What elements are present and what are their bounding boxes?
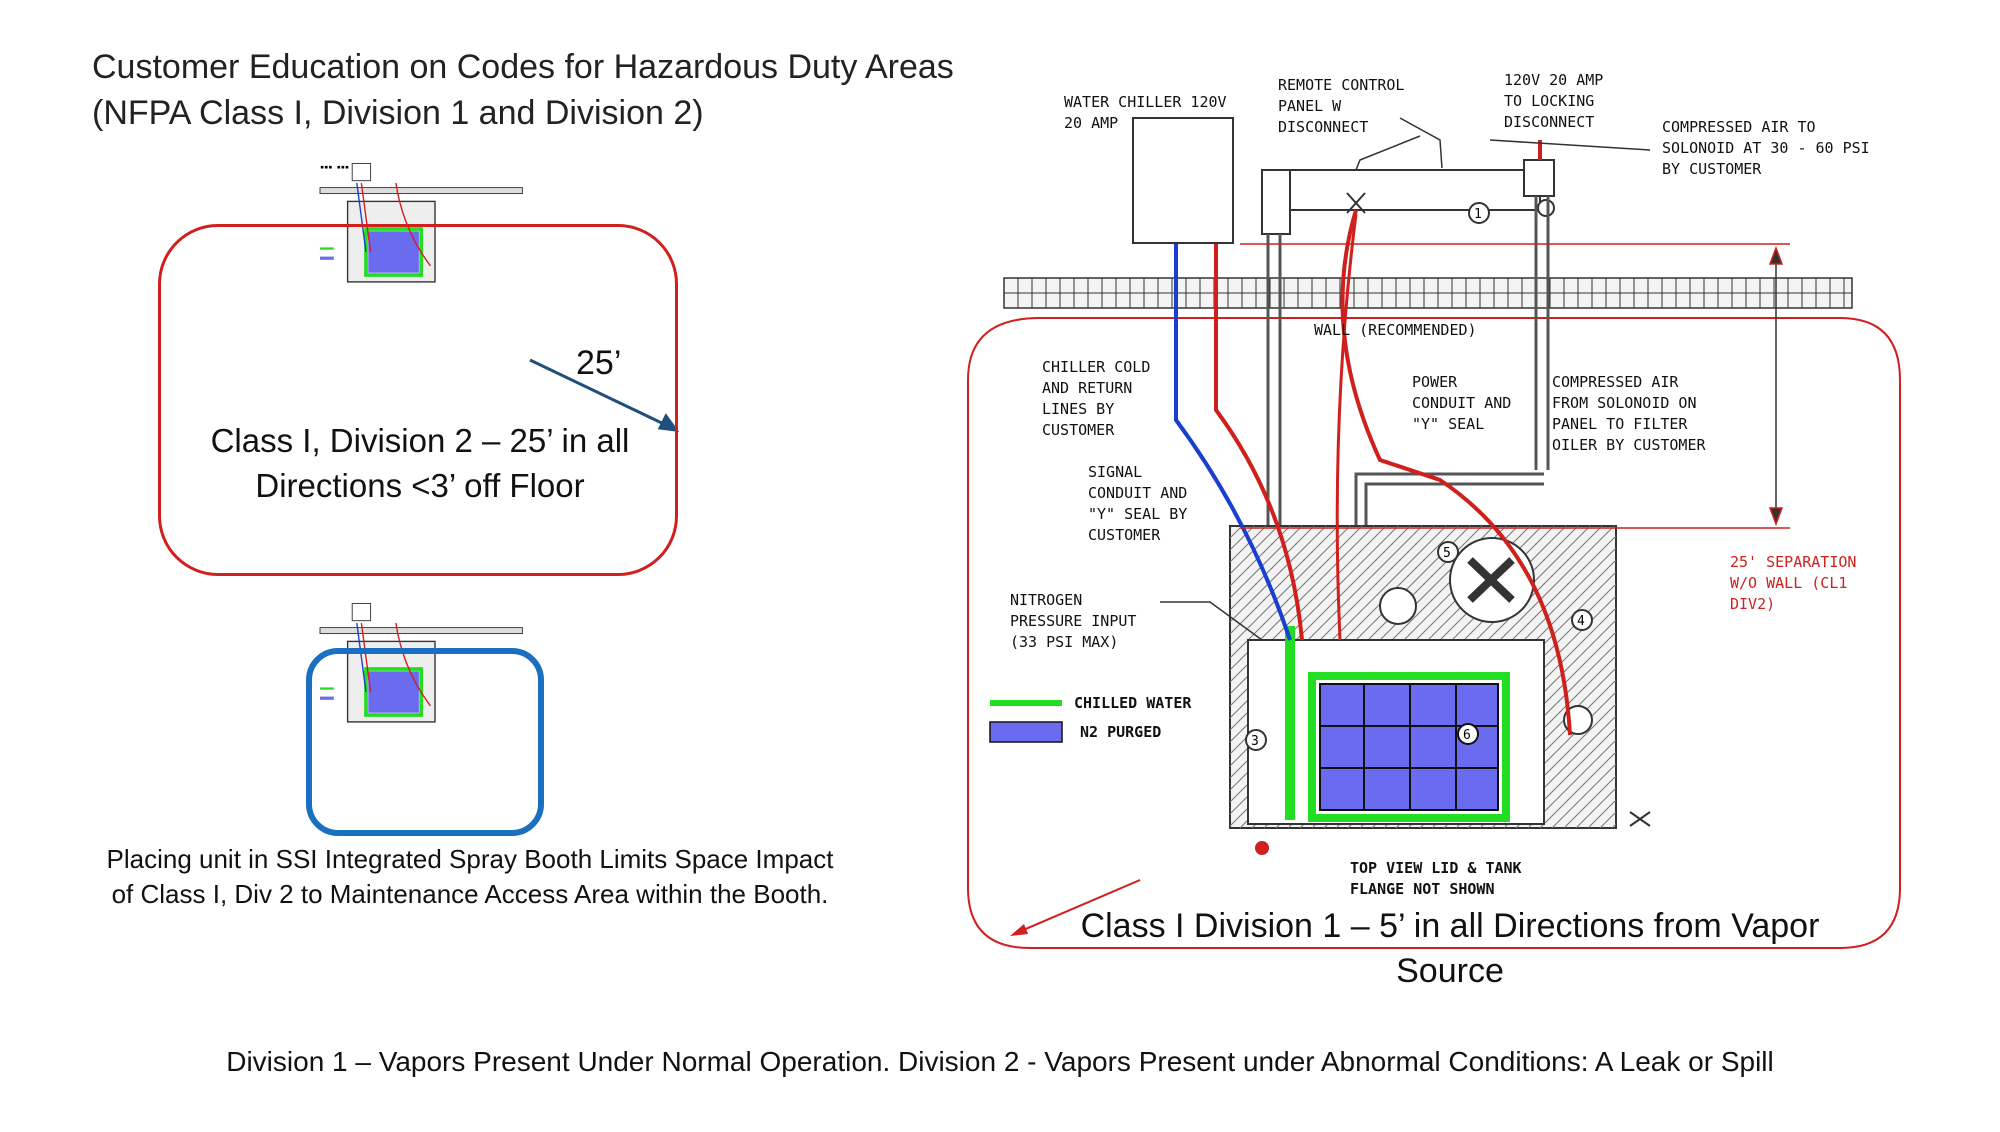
enclosure-hatch-line (1229, 525, 1315, 611)
marker-5-label: 5 (1443, 546, 1451, 561)
signal-conduit-label: SIGNAL CONDUIT AND "Y" SEAL BY CUSTOMER (1088, 463, 1188, 544)
enclosure-hatch-line (1551, 763, 1617, 829)
thumbnail-diagram-1: ▪▪▪ ▪▪▪ (319, 162, 523, 283)
div2-caption: Class I, Division 2 – 25’ in all Directi… (210, 422, 630, 504)
compressed-air-line (1340, 209, 1572, 736)
marker-3-label: 3 (1251, 734, 1259, 749)
distance-label: 25’ (576, 344, 622, 382)
legend-chilled-label: CHILLED WATER (1074, 694, 1192, 712)
top-view-label: TOP VIEW LID & TANK FLANGE NOT SHOWN (1350, 859, 1522, 898)
nitrogen-label: NITROGEN PRESSURE INPUT (33 PSI MAX) (1010, 591, 1137, 651)
compressed-air-in-label: COMPRESSED AIR TO SOLONOID AT 30 - 60 PS… (1662, 118, 1870, 178)
div1-boundary (967, 317, 1901, 949)
ssi-booth-outline (306, 648, 544, 836)
separation-dimension (1240, 243, 1790, 529)
distance-arrow (529, 358, 680, 432)
water-chiller-box (1132, 117, 1234, 244)
legend-n2-label: N2 PURGED (1080, 723, 1162, 741)
enclosure-hatch-line (1229, 525, 1267, 563)
remote-panel-label: REMOTE CONTROL PANEL W DISCONNECT (1278, 76, 1405, 136)
legend-n2-swatch (989, 721, 1063, 743)
power-conduit-label: POWER CONDUIT AND "Y" SEAL (1412, 373, 1512, 433)
chiller-cold-line (1174, 244, 1292, 641)
enclosure-hatch-line (1611, 823, 1617, 829)
enclosure-hatch-line (1539, 751, 1617, 829)
compressed-air-filter-label: COMPRESSED AIR FROM SOLONOID ON PANEL TO… (1552, 373, 1706, 454)
locking-disconnect-label: 120V 20 AMP TO LOCKING DISCONNECT (1504, 71, 1604, 131)
legend-chilled-swatch (990, 700, 1062, 706)
chiller-lines-label: CHILLER COLD AND RETURN LINES BY CUSTOME… (1042, 358, 1151, 439)
enclosure-hatch-line (1229, 525, 1327, 623)
enclosure-hatch-line (1563, 775, 1617, 829)
enclosure-hatch-line (1229, 525, 1255, 551)
marker-6-label: 6 (1463, 728, 1471, 743)
marker-4-label: 4 (1577, 614, 1585, 629)
water-chiller-label: WATER CHILLER 120V 20 AMP (1064, 93, 1227, 132)
div1-caption: Class I Division 1 – 5’ in all Direction… (1080, 907, 1820, 990)
enclosure-hatch-line (1599, 811, 1617, 829)
chilled-water-loop (1308, 672, 1510, 822)
control-panel (1261, 169, 1291, 235)
separation-label: 25' SEPARATION W/O WALL (CL1 DIV2) (1730, 553, 1857, 613)
enclosure-hatch-line (1229, 525, 1351, 647)
marker-1-label: 1 (1474, 207, 1482, 222)
chiller-return-line (1214, 244, 1304, 641)
ssi-caption: Placing unit in SSI Integrated Spray Boo… (106, 844, 834, 909)
enclosure-hatch-line (1229, 525, 1339, 635)
svg-text:▪▪▪ ▪▪▪: ▪▪▪ ▪▪▪ (320, 163, 349, 171)
marker-1 (1468, 202, 1490, 224)
class1-div2-zone (158, 224, 678, 576)
thumbnail-diagram-2 (319, 602, 523, 723)
footer-definitions: Division 1 – Vapors Present Under Normal… (226, 1046, 1774, 1077)
page-title: Customer Education on Codes for Hazardou… (92, 48, 954, 132)
enclosure-hatch-line (1587, 799, 1617, 829)
enclosure-hatch-line (1575, 787, 1617, 829)
enclosure-hatch-line (1229, 525, 1303, 599)
wall-label: WALL (RECOMMENDED) (1314, 321, 1477, 339)
